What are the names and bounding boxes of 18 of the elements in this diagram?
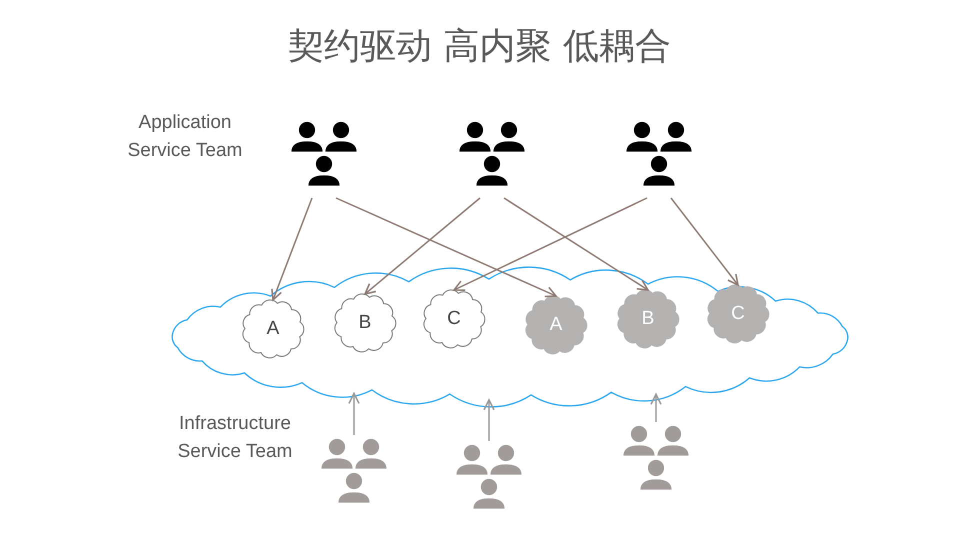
team-label: Application Service Team <box>126 111 244 163</box>
slide-title: 契约驱动 高内聚 低耦合 <box>287 25 672 69</box>
arrow <box>650 394 662 422</box>
cloud-label: A <box>550 314 562 336</box>
arrow <box>336 197 557 298</box>
cloud-label: B <box>642 308 654 330</box>
arrow <box>364 197 480 295</box>
cloud-label: C <box>447 308 461 330</box>
cloud-label: A <box>266 318 280 340</box>
cloud-label: C <box>731 303 745 325</box>
arrow <box>483 399 495 441</box>
arrow <box>453 197 648 291</box>
arrow <box>348 392 360 435</box>
arrow <box>271 198 313 301</box>
cloud-label: B <box>358 312 372 334</box>
arrow <box>670 198 739 286</box>
arrow <box>504 197 649 291</box>
team-label: Infrastructure Service Team <box>176 412 294 464</box>
